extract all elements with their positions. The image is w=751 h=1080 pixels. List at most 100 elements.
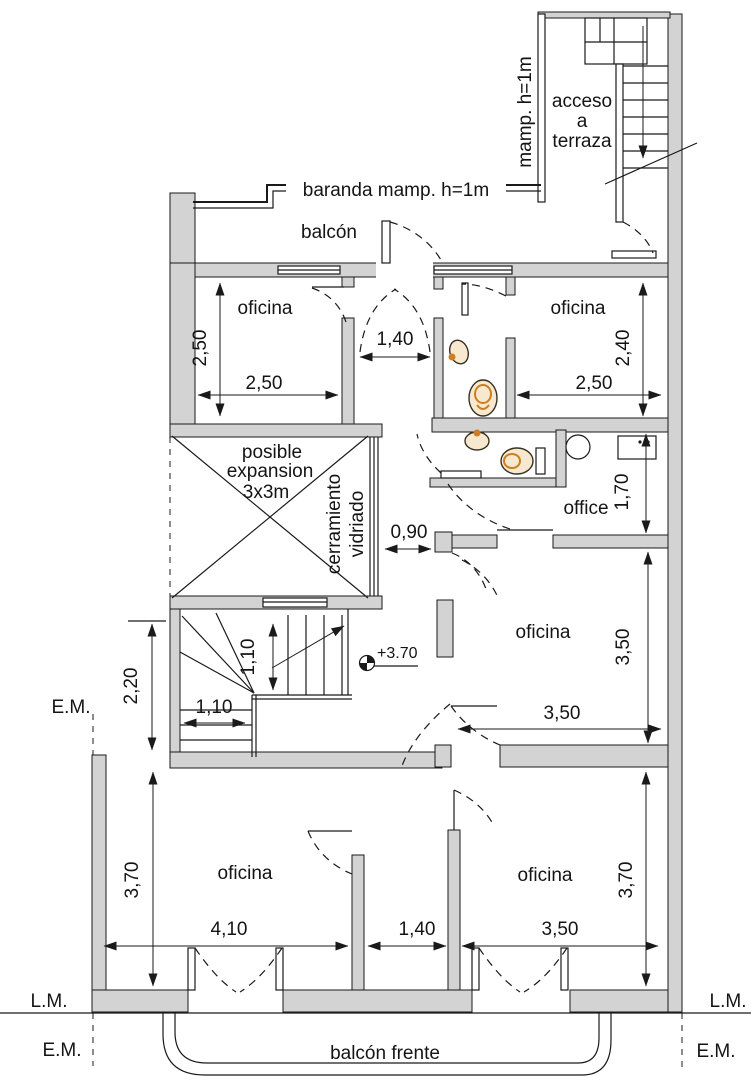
wall-wc-bottom (429, 477, 567, 488)
wall-left-lower (91, 754, 107, 1013)
dim-escalera-w: 1,10 (196, 697, 233, 718)
room-label-acceso-2: a (577, 111, 588, 132)
wall-stub-tl-door (341, 276, 355, 288)
sink (448, 339, 470, 365)
door-swing (416, 433, 442, 474)
balcony-outline-outer (162, 1013, 612, 1076)
wall-corridor-stub (433, 276, 444, 290)
office-counter (617, 435, 657, 460)
lm-label-left: L.M. (31, 991, 68, 1012)
room-label-oficina-tr: oficina (551, 298, 606, 319)
door-swing (401, 703, 451, 767)
room-label-acceso-1: acceso (552, 91, 612, 112)
french-door-leaf (187, 947, 196, 991)
internal-stair (179, 609, 352, 757)
dim-oficina-mr-w: 3,50 (544, 703, 581, 724)
mamp-label: mamp. h=1m (515, 56, 536, 167)
door-swing (450, 705, 501, 746)
room-label-cerramiento-2: vidriado (347, 491, 368, 558)
dim-pasillo-top: 1,40 (377, 329, 414, 350)
balcony-railing (193, 176, 541, 279)
terrace-left-wall (537, 13, 546, 203)
expansion-diagonal (171, 435, 369, 599)
room-label-oficina-bl: oficina (218, 863, 273, 884)
wall-left-upper (169, 262, 196, 426)
wall-stub-door090-b (436, 599, 454, 658)
stair-last-tread (611, 250, 657, 259)
wall-stub-door090-a (434, 531, 453, 553)
sink-tap (473, 429, 481, 437)
room-label-expansion-1: posible (242, 442, 302, 463)
door-opening (376, 261, 433, 279)
wall-terrace-top (537, 11, 671, 19)
wall-bottom-1 (91, 989, 189, 1013)
wall-bath-partition (431, 417, 669, 433)
toilet-bowl (503, 453, 521, 469)
wall-mr-bottom-l (434, 744, 452, 768)
door-swing (194, 947, 237, 993)
dim-escalera-h: 1,10 (238, 639, 259, 676)
balcony-door-leaf (381, 220, 391, 264)
stair-winder (179, 651, 255, 694)
toilet-bowl (474, 384, 492, 404)
dim-oficina-bl-h: 3,70 (122, 862, 143, 899)
stair-winder (181, 615, 255, 694)
wall-mr-bottom-r (499, 744, 669, 768)
balcony-outline-inner (174, 1013, 600, 1064)
dim-oficina-br-w: 3,50 (542, 919, 579, 940)
wall-office-bottom-l (447, 534, 498, 549)
dim-oficina-tr-w: 2,50 (576, 373, 613, 394)
room-label-acceso-3: terraza (552, 131, 612, 152)
level-marker (358, 654, 418, 672)
em-label-bottom-right: E.M. (696, 1041, 735, 1062)
door-swing (453, 789, 494, 825)
door-swing (461, 559, 500, 601)
stair-direction-arrow (271, 625, 345, 669)
sink-tap (448, 353, 456, 361)
wall-office-bottom-r (552, 534, 669, 549)
wall-bath-left (433, 317, 444, 419)
door-swing (451, 552, 488, 593)
counter-dot (646, 440, 650, 444)
property-lines (0, 714, 751, 1070)
dim-escalera-lado: 2,20 (121, 668, 142, 705)
dim-oficina-tr-h: 2,40 (613, 330, 634, 367)
wall-tl-partition (341, 317, 355, 426)
room-label-balcon: balcón (301, 222, 357, 243)
dimensions-layer (103, 282, 662, 987)
door-swing (311, 287, 347, 323)
french-door-leaf (471, 947, 480, 991)
stair-side-wall (615, 63, 624, 223)
toilet-tank (535, 447, 546, 475)
wall-corridor-bottom (169, 751, 443, 769)
wall-wc-office-divider (555, 429, 567, 488)
wall-bath-right-a (505, 276, 516, 296)
lm-label-right: L.M. (710, 991, 747, 1012)
wall-right (667, 13, 683, 1013)
level-label: +3.70 (377, 645, 418, 662)
terrace-stair (537, 13, 698, 259)
door-leaf (461, 282, 469, 316)
room-label-balcon-frente: balcón frente (330, 1043, 440, 1064)
toilet-seat (476, 404, 490, 410)
door-swing (523, 947, 568, 993)
stair-break-line (604, 142, 698, 185)
front-balcony (162, 1013, 612, 1076)
door-swing (478, 947, 521, 993)
door-swing (622, 221, 654, 254)
dim-pasillo-bottom: 1,40 (399, 919, 436, 940)
dim-oficina-bl-w: 4,10 (211, 919, 248, 940)
stair-winder (215, 612, 255, 694)
door-swing (307, 830, 353, 875)
dim-oficina-tl-h: 2,50 (190, 330, 211, 367)
wall-stair-left (169, 608, 181, 758)
wall-bath-right-b (505, 337, 516, 419)
dim-oficina-mr-h: 3,50 (613, 629, 634, 666)
counter-dot (638, 440, 642, 444)
wall-hall-left (351, 854, 365, 1003)
door-swing (461, 283, 507, 297)
baranda-label: baranda mamp. h=1m (303, 180, 489, 201)
door-swing (389, 221, 443, 263)
em-label-bottom-left: E.M. (42, 1040, 81, 1061)
